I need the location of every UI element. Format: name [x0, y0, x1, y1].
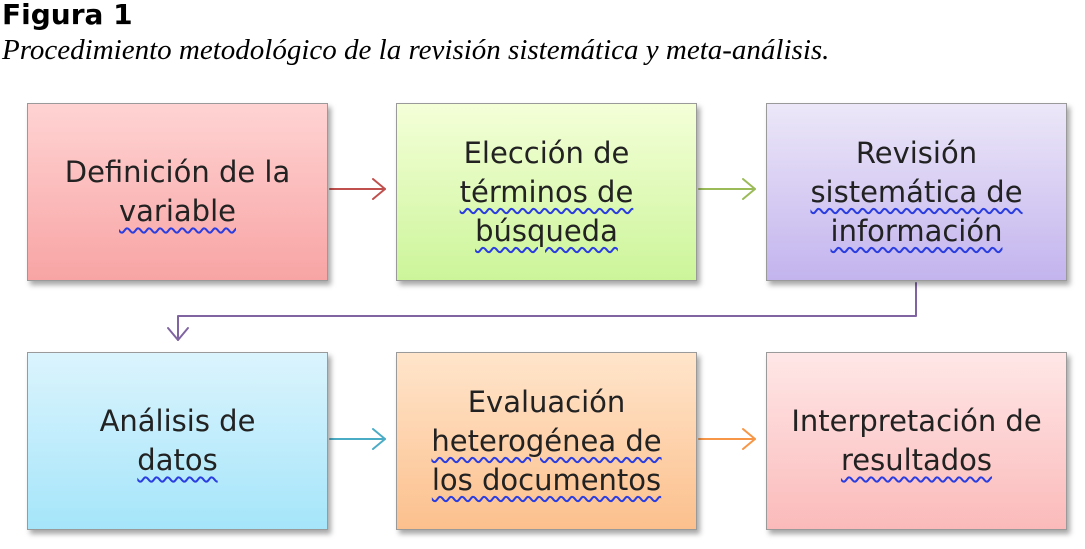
step-text-line: datos	[137, 443, 218, 477]
step-text-line: Análisis de	[99, 404, 256, 438]
step-box-interpretacion-resultados: Interpretación de resultados	[766, 352, 1067, 530]
arrow-step4-to-step5	[329, 428, 386, 450]
figure-label: Figura 1	[2, 0, 133, 31]
step-box-evaluacion-heterogenea: Evaluación heterogénea de los documentos	[396, 352, 697, 530]
step-text-line: sistemática de	[810, 174, 1023, 209]
step-text-line: información	[830, 213, 1003, 248]
arrow-step1-to-step2	[329, 178, 386, 200]
arrow-step2-to-step3	[698, 178, 756, 200]
step-text-line: Definición de la	[64, 155, 291, 189]
step-box-definicion-variable: Definición de la variable	[27, 103, 328, 281]
step-box-eleccion-terminos: Elección de términos de búsqueda	[396, 103, 697, 281]
step-box-analisis-datos: Análisis de datos	[27, 352, 328, 530]
step-text-line: Interpretación de	[791, 404, 1042, 438]
arrow-step3-to-step4	[167, 282, 917, 341]
step-text-line: Elección de	[463, 135, 630, 170]
step-text-line: variable	[119, 194, 236, 228]
step-text-line: los documentos	[431, 462, 662, 497]
figure-caption: Procedimiento metodológico de la revisió…	[2, 34, 830, 66]
step-text-line: resultados	[840, 443, 993, 477]
step-box-revision-sistematica: Revisión sistemática de información	[766, 103, 1067, 281]
step-text-line: Evaluación	[467, 384, 626, 419]
step-text-line: términos de	[459, 174, 634, 209]
step-text-line: heterogénea de	[431, 423, 662, 458]
arrow-step5-to-step6	[698, 428, 756, 450]
step-text-line: Revisión	[855, 135, 978, 170]
step-text-line: búsqueda	[475, 213, 618, 248]
